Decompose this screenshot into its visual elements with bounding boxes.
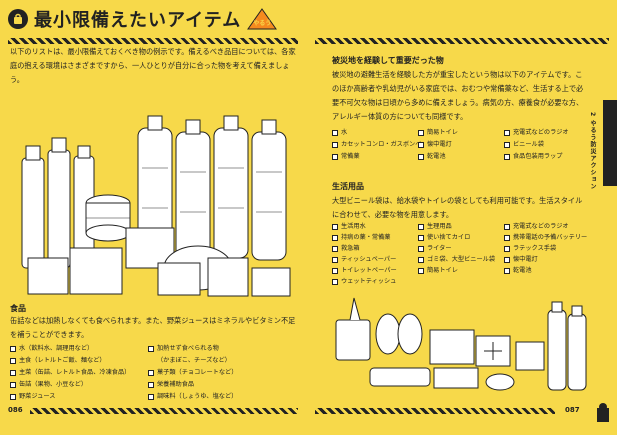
- checklist-item[interactable]: ラテックス手袋: [504, 244, 594, 253]
- bag-icon: [8, 9, 28, 29]
- checkbox[interactable]: [504, 153, 510, 160]
- checkbox[interactable]: [332, 129, 338, 136]
- checkbox[interactable]: [332, 256, 338, 263]
- checklist-item[interactable]: 加熱せず食べられる物: [148, 344, 294, 353]
- checklist-item[interactable]: 簡易トイレ: [418, 266, 504, 275]
- checklist-item[interactable]: 調味料（しょうゆ、塩など）: [148, 392, 294, 401]
- checkbox[interactable]: [10, 393, 16, 400]
- chapter-tab-label: 2 やるう防災アクション: [589, 112, 596, 191]
- checklist-item[interactable]: 乾電池: [504, 266, 594, 275]
- checkbox[interactable]: [418, 129, 424, 136]
- title-row: 最小限備えたいアイテム やるう: [8, 6, 278, 32]
- page-number-right: 087: [565, 406, 580, 414]
- checklist-item[interactable]: 水（飲料水、調理用など）: [10, 344, 148, 353]
- daily-checklist: 生活用水 持病の薬・常備薬 救急箱 ティッシュペーパー トイレットペーパー ウェ…: [332, 222, 594, 286]
- disaster-checklist: 水 カセットコンロ・ガスボンベ 常備薬 簡易トイレ 懐中電灯 乾電池 充電式など…: [332, 128, 594, 161]
- mascot-icon: [597, 403, 609, 422]
- checklist-item[interactable]: 主菜（缶詰、レトルト食品、冷凍食品）: [10, 368, 148, 377]
- checklist-item[interactable]: 乾電池: [418, 152, 504, 161]
- title-tag-label: やるう: [253, 20, 272, 27]
- food-heading: 食品: [10, 304, 26, 313]
- checkbox[interactable]: [10, 345, 16, 352]
- checklist-item[interactable]: トイレットペーパー: [332, 266, 418, 275]
- checkbox[interactable]: [504, 267, 510, 274]
- checklist-item[interactable]: 充電式などのラジオ: [504, 128, 594, 137]
- checkbox[interactable]: [504, 141, 510, 148]
- food-checklist: 水（飲料水、調理用など） 主食（レトルトご飯、麺など） 主菜（缶詰、レトルト食品…: [10, 344, 294, 401]
- daily-text: 大型ビニール袋は、給水袋やトイレの袋としても利用可能です。生活スタイルに合わせて…: [332, 196, 583, 219]
- checkbox[interactable]: [504, 129, 510, 136]
- checklist-item[interactable]: 使い捨てカイロ: [418, 233, 504, 242]
- checkbox[interactable]: [10, 369, 16, 376]
- checkbox[interactable]: [332, 267, 338, 274]
- checkbox[interactable]: [418, 223, 424, 230]
- checkbox[interactable]: [418, 234, 424, 241]
- checkbox[interactable]: [148, 369, 154, 376]
- checklist-item[interactable]: 生理用品: [418, 222, 504, 231]
- checklist-item[interactable]: ビニール袋: [504, 140, 594, 149]
- checklist-item[interactable]: ライター: [418, 244, 504, 253]
- checklist-item[interactable]: ウェットティッシュ: [332, 277, 418, 286]
- checkbox[interactable]: [332, 223, 338, 230]
- checkbox[interactable]: [504, 223, 510, 230]
- checkbox[interactable]: [418, 245, 424, 252]
- checkbox[interactable]: [332, 278, 338, 285]
- checklist-item[interactable]: カセットコンロ・ガスボンベ: [332, 140, 421, 149]
- title-tag: やるう: [247, 8, 278, 30]
- checkbox[interactable]: [418, 256, 424, 263]
- checklist-item[interactable]: 簡易トイレ: [418, 128, 504, 137]
- checklist-item[interactable]: 携帯電話の予備バッテリー: [504, 233, 594, 242]
- food-text: 缶詰などは加熱しなくても食べられます。また、野菜ジュースはミネラルやビタミン不足…: [10, 316, 296, 339]
- checkbox[interactable]: [504, 245, 510, 252]
- checklist-item-spacer: [418, 277, 504, 286]
- checkbox[interactable]: [418, 153, 424, 160]
- checklist-item[interactable]: 栄養補助食品: [148, 380, 294, 389]
- checklist-item[interactable]: ティッシュペーパー: [332, 255, 418, 264]
- checklist-item[interactable]: 充電式などのラジオ: [504, 222, 594, 231]
- checklist-item[interactable]: 水: [332, 128, 418, 137]
- checkbox[interactable]: [332, 234, 338, 241]
- checkbox[interactable]: [148, 345, 154, 352]
- hazard-stripe-right-bottom: [315, 408, 555, 414]
- checkbox[interactable]: [10, 381, 16, 388]
- checklist-item-continuation: （かまぼこ、チーズなど）: [157, 357, 231, 364]
- checkbox[interactable]: [418, 267, 424, 274]
- checklist-item[interactable]: 菓子類（チョコレートなど）: [148, 368, 294, 377]
- checkbox[interactable]: [332, 153, 338, 160]
- checklist-item[interactable]: ゴミ袋、大型ビニール袋: [418, 255, 504, 264]
- checklist-item[interactable]: 救急箱: [332, 244, 418, 253]
- checklist-item[interactable]: 懐中電灯: [504, 255, 594, 264]
- hazard-stripe-left-bottom: [30, 408, 298, 414]
- checklist-item[interactable]: 食品包装用ラップ: [504, 152, 594, 161]
- page-title: 最小限備えたいアイテム: [34, 10, 242, 31]
- disaster-text: 被災地の避難生活を経験した方が重宝したという物は以下のアイテムです。このほか高齢…: [332, 70, 584, 121]
- checkbox[interactable]: [148, 381, 154, 388]
- checklist-item[interactable]: 主食（レトルトご飯、麺など）: [10, 356, 148, 365]
- checkbox[interactable]: [148, 393, 154, 400]
- checkbox[interactable]: [332, 245, 338, 252]
- daily-goods-illustration: [335, 297, 587, 391]
- intro-text: 以下のリストは、最小限備えておくべき物の例示です。備えるべき品目については、各家…: [10, 47, 296, 84]
- daily-heading: 生活用品: [332, 182, 364, 191]
- food-illustration: [21, 115, 291, 297]
- checklist-item[interactable]: 生活用水: [332, 222, 418, 231]
- checkbox[interactable]: [10, 357, 16, 364]
- page-number-left: 086: [8, 406, 23, 414]
- checklist-item[interactable]: 缶詰（果物、小豆など）: [10, 380, 148, 389]
- hazard-stripe-left-top: [8, 38, 298, 44]
- checklist-item[interactable]: 常備薬: [332, 152, 418, 161]
- checklist-item[interactable]: 懐中電灯: [418, 140, 504, 149]
- checklist-item[interactable]: 持病の薬・常備薬: [332, 233, 418, 242]
- checkbox[interactable]: [418, 141, 424, 148]
- checkbox[interactable]: [504, 256, 510, 263]
- hazard-stripe-right-top: [315, 38, 609, 44]
- checklist-item[interactable]: 野菜ジュース: [10, 392, 148, 401]
- checkbox[interactable]: [332, 141, 338, 148]
- disaster-heading: 被災地を経験して重要だった物: [332, 56, 444, 65]
- checkbox[interactable]: [504, 234, 510, 241]
- chapter-tab: [603, 100, 617, 186]
